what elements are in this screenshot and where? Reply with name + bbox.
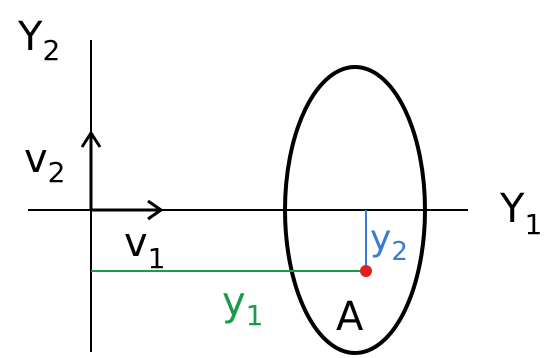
- point-a-label: A: [336, 294, 364, 340]
- projection-y1-label: y1: [222, 279, 264, 332]
- vector-v2-label: v2: [24, 136, 66, 189]
- vector-v1-label: v1: [124, 220, 166, 275]
- projection-y2-label: y2: [370, 218, 408, 267]
- vector-v2-arrow: [80, 130, 102, 210]
- vector-v1-arrow: [91, 199, 164, 221]
- vertical-axis-label: Y2: [17, 14, 60, 67]
- ellipse: [283, 65, 427, 355]
- point-a-dot: [360, 265, 372, 277]
- horizontal-axis-label: Y1: [499, 186, 542, 241]
